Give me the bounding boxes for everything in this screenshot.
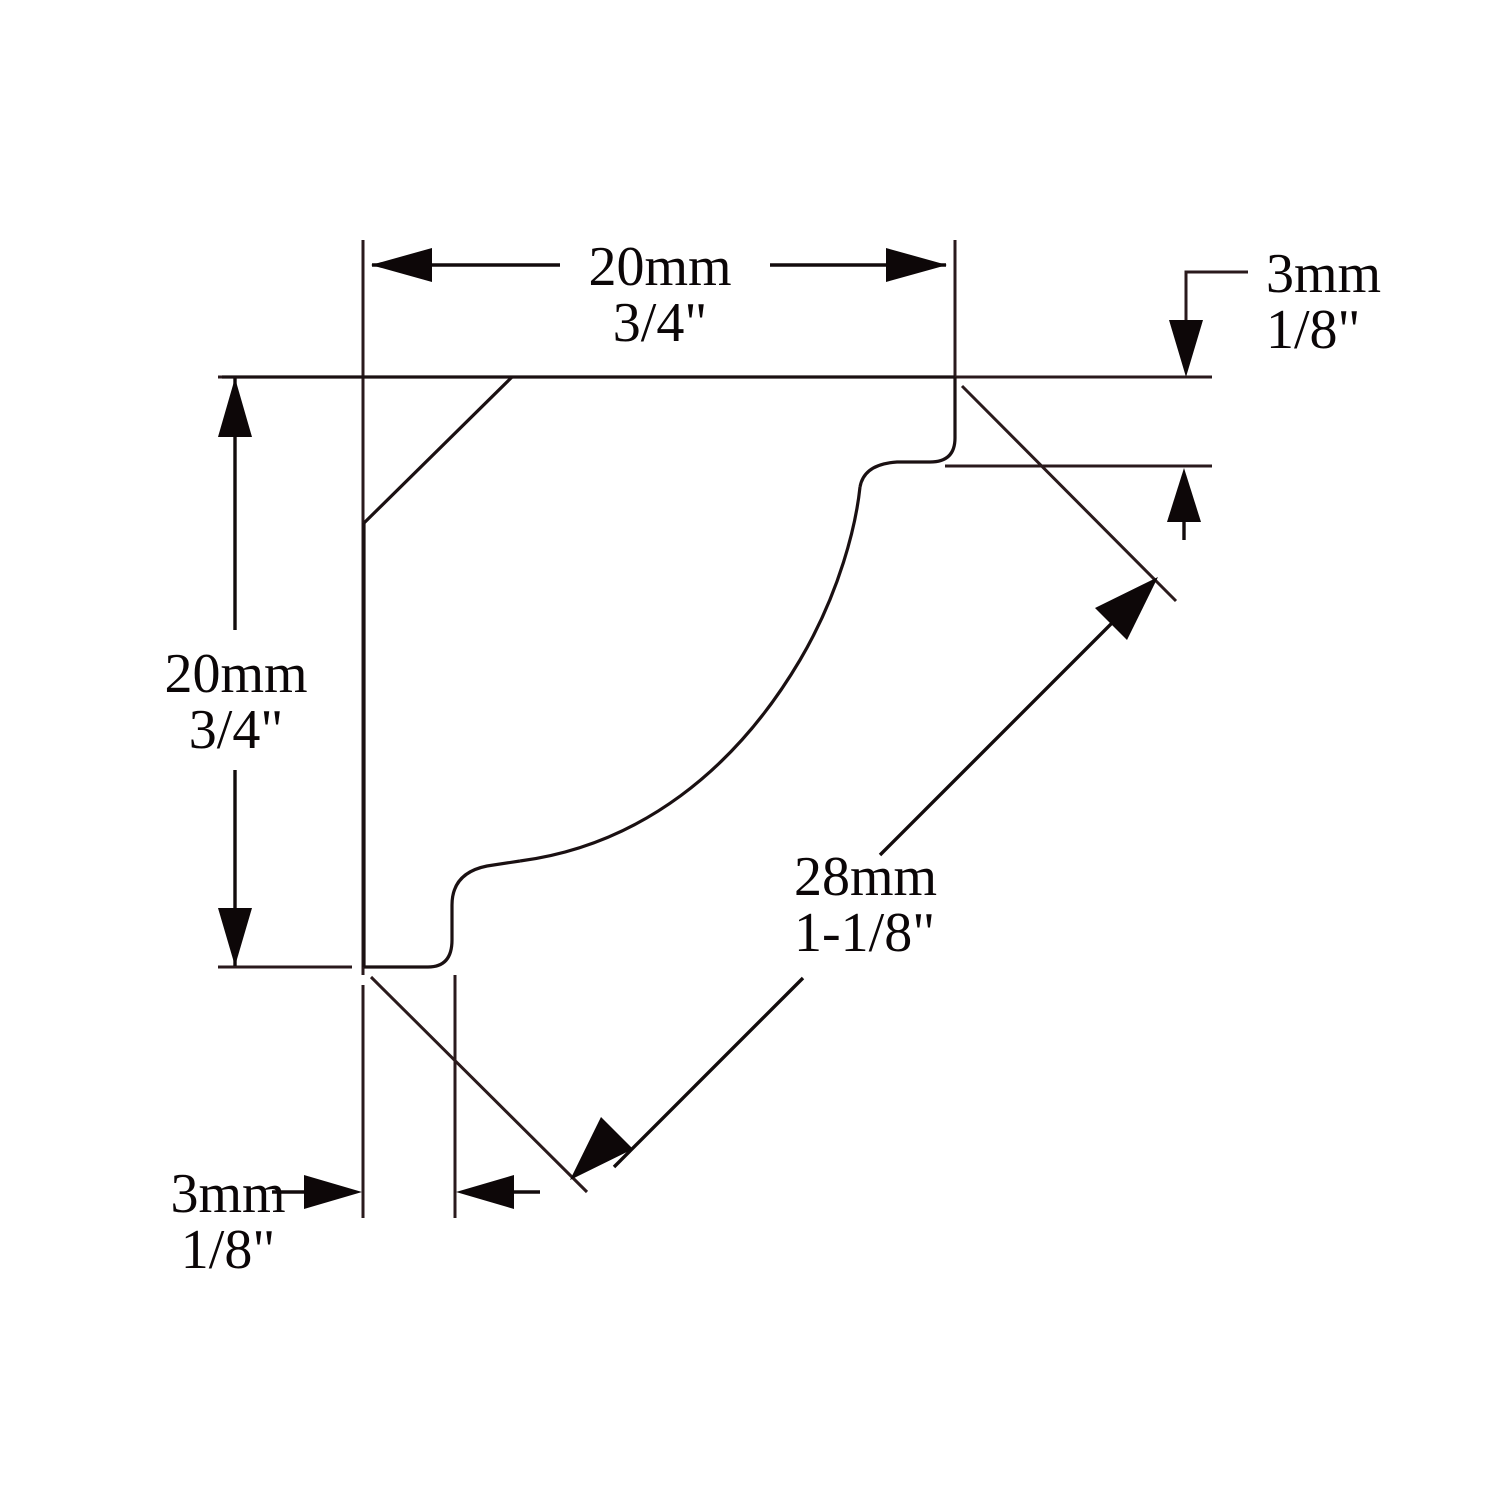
profile-upper-quirk <box>858 460 930 488</box>
arrow-left-icon <box>371 248 432 282</box>
arrow-down-icon <box>1169 320 1203 377</box>
diagonal-face-metric-label: 28mm <box>794 846 937 908</box>
arrow-right-icon <box>304 1175 362 1209</box>
top-right-thickness-dimension: 3mm 1/8" <box>1167 243 1381 540</box>
diagonal-dim-line-lower <box>612 976 805 1169</box>
left-height-imperial-label: 3/4" <box>189 699 283 761</box>
extension-lines <box>218 240 1212 1218</box>
diagonal-face-imperial-label: 1-1/8" <box>794 902 935 964</box>
profile-lip-fillet <box>929 377 957 464</box>
arrow-left-icon <box>456 1175 514 1209</box>
extension-line-diagonal-upper <box>960 384 1178 603</box>
top-width-dimension: 20mm 3/4" <box>371 236 947 354</box>
diagonal-face-dimension: 28mm 1-1/8" <box>570 577 1158 1180</box>
arrow-down-left-icon <box>570 1117 633 1180</box>
arrow-up-icon <box>218 378 252 437</box>
top-width-metric-label: 20mm <box>588 236 731 298</box>
top-width-imperial-label: 3/4" <box>613 292 707 354</box>
diagonal-dim-line-upper <box>878 598 1137 857</box>
bottom-left-thickness-metric-label: 3mm <box>170 1163 285 1225</box>
arrow-up-right-icon <box>1095 577 1158 640</box>
top-right-leader-line <box>1184 270 1248 327</box>
arrow-up-icon <box>1167 468 1201 522</box>
bottom-left-thickness-dimension: 3mm 1/8" <box>170 1163 540 1281</box>
top-right-thickness-imperial-label: 1/8" <box>1266 299 1360 361</box>
molding-profile-outline <box>222 375 957 969</box>
profile-cyma-curve <box>519 486 862 863</box>
profile-lower-quirk <box>450 859 521 906</box>
arrow-right-icon <box>886 248 947 282</box>
left-height-dimension: 20mm 3/4" <box>164 378 308 966</box>
profile-bottom-fillet <box>427 905 454 969</box>
bottom-left-thickness-imperial-label: 1/8" <box>181 1219 275 1281</box>
arrow-down-icon <box>218 908 252 966</box>
left-height-metric-label: 20mm <box>164 643 307 705</box>
profile-back-top-chamfer <box>362 375 514 525</box>
top-right-thickness-metric-label: 3mm <box>1266 243 1381 305</box>
extension-line-diagonal-lower <box>369 975 589 1194</box>
